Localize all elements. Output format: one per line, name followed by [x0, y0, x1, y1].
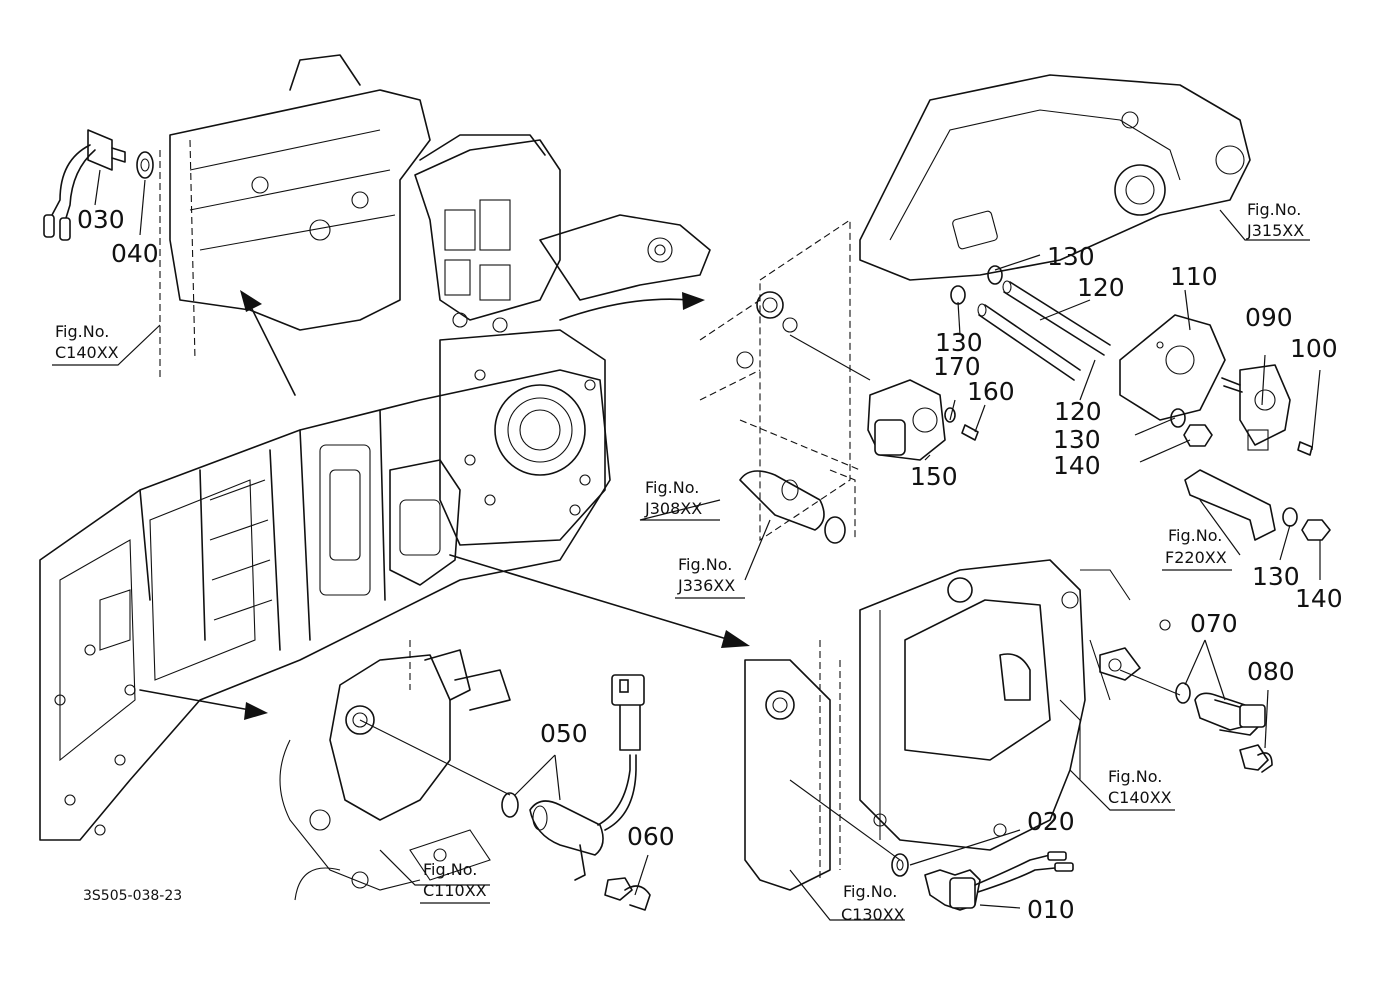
- detail-bottom-left: [279, 640, 651, 911]
- svg-text:Fig.No.: Fig.No.: [1168, 526, 1222, 545]
- fig-ref-j315: Fig.No. J315XX: [1246, 200, 1304, 240]
- callout-arrows: [139, 290, 750, 720]
- part-label-070: 070: [1190, 609, 1238, 638]
- part-label-160: 160: [967, 377, 1015, 406]
- part-label-110: 110: [1170, 262, 1218, 291]
- arrowhead-topleft: [240, 290, 262, 312]
- arrow-to-topright: [559, 298, 691, 321]
- part-label-120-a: 120: [1077, 273, 1125, 302]
- svg-text:Fig.No.: Fig.No.: [55, 322, 109, 341]
- svg-text:J315XX: J315XX: [1246, 221, 1304, 240]
- svg-text:Fig.No.: Fig.No.: [678, 555, 732, 574]
- part-label-050: 050: [540, 719, 588, 748]
- fig-ref-j336: Fig.No. J336XX: [675, 555, 745, 599]
- part-label-130-b: 130: [935, 328, 983, 357]
- fig-ref-c130: Fig.No. C130XX: [841, 882, 905, 924]
- arrowhead-bottomleft: [244, 702, 268, 720]
- part-label-080: 080: [1247, 657, 1295, 686]
- part-number-labels: 030 040 130 120 110 090 100 130 170 160 …: [77, 205, 1343, 924]
- arrow-to-topleft: [249, 304, 296, 396]
- transmission-assembly: [39, 54, 711, 841]
- detail-top-left: [43, 129, 154, 241]
- svg-text:C140XX: C140XX: [1108, 788, 1172, 807]
- fig-ref-c140-bottom: Fig.No. C140XX: [1108, 767, 1172, 807]
- arrowhead-bottomright: [721, 630, 750, 648]
- svg-text:C110XX: C110XX: [423, 881, 487, 900]
- drawing-code: 3S505-038-23: [83, 888, 182, 904]
- svg-text:C130XX: C130XX: [841, 905, 905, 924]
- part-label-140-a: 140: [1053, 451, 1101, 480]
- part-label-030: 030: [77, 205, 125, 234]
- fig-reference-labels: Fig.No. C140XX Fig.No. J315XX Fig.No. J3…: [52, 200, 1304, 924]
- part-label-010: 010: [1027, 895, 1075, 924]
- svg-text:Fig.No.: Fig.No.: [1247, 200, 1301, 219]
- arrow-to-bottomright: [449, 554, 731, 641]
- part-label-090: 090: [1245, 303, 1293, 332]
- part-label-020: 020: [1027, 807, 1075, 836]
- svg-text:J308XX: J308XX: [644, 499, 702, 518]
- svg-text:Fig.No.: Fig.No.: [1108, 767, 1162, 786]
- svg-text:Fig.No.: Fig.No.: [645, 478, 699, 497]
- fig-ref-c110: Fig.No. C110XX: [420, 860, 490, 904]
- arrowhead-topright: [682, 292, 705, 310]
- fig-ref-j308: Fig.No. J308XX: [644, 478, 702, 518]
- part-label-130-d: 130: [1252, 562, 1300, 591]
- svg-text:J336XX: J336XX: [677, 576, 735, 595]
- fig-ref-c140-top: Fig.No. C140XX: [52, 322, 161, 366]
- part-label-140-b: 140: [1295, 584, 1343, 613]
- svg-text:C140XX: C140XX: [55, 343, 119, 362]
- fig-ref-f220: Fig.No. F220XX: [1162, 526, 1232, 571]
- part-label-130-c: 130: [1053, 425, 1101, 454]
- part-label-150: 150: [910, 462, 958, 491]
- svg-text:Fig.No.: Fig.No.: [843, 882, 897, 901]
- svg-text:Fig.No.: Fig.No.: [423, 860, 477, 879]
- part-label-120-b: 120: [1054, 397, 1102, 426]
- part-label-130-a: 130: [1047, 242, 1095, 271]
- arrow-to-bottomleft: [139, 689, 251, 711]
- part-label-060: 060: [627, 822, 675, 851]
- detail-bottom-right: [744, 559, 1273, 921]
- part-label-040: 040: [111, 239, 159, 268]
- svg-text:F220XX: F220XX: [1165, 548, 1227, 567]
- part-label-100: 100: [1290, 334, 1338, 363]
- part-label-170: 170: [933, 352, 981, 381]
- detail-top-right: [639, 74, 1331, 581]
